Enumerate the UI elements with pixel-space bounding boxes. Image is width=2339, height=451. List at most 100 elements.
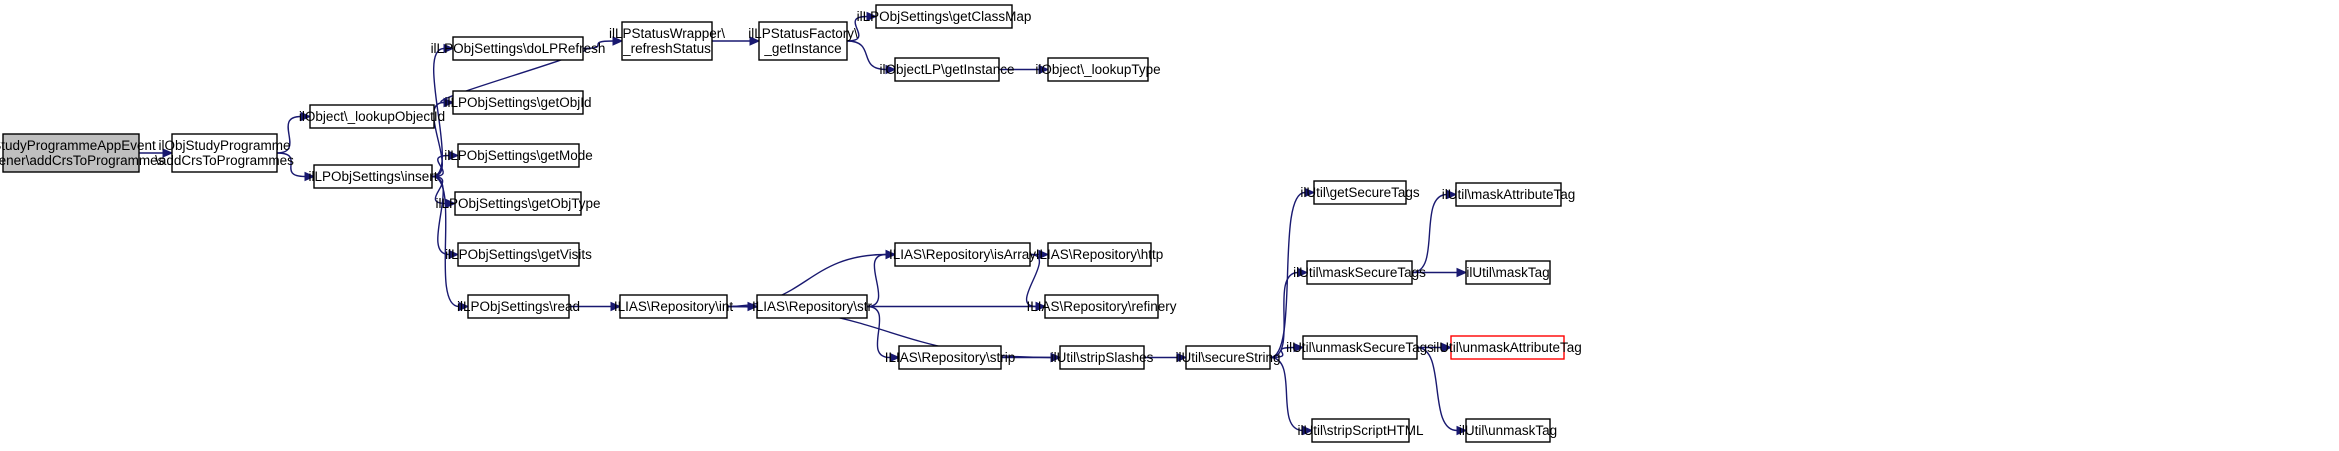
edge-repostr-to-refinery [867, 301, 1047, 312]
node-lookupid-box [309, 104, 435, 129]
edge-repostr-to-isarray [866, 249, 897, 308]
node-objectlp[interactable]: ilObjectLP\getInstance [879, 57, 1015, 82]
node-unmaskattributetag[interactable]: ilUtil\unmaskAttributeTag [1433, 335, 1582, 360]
node-stripscripthtml[interactable]: ilUtil\stripScriptHTML [1297, 418, 1424, 443]
node-unmasktag[interactable]: ilUtil\unmaskTag [1459, 418, 1557, 443]
node-repoint[interactable]: ILIAS\Repository\int [614, 294, 734, 319]
edge-line [431, 175, 460, 308]
node-getobjid-box [452, 90, 584, 115]
node-refinery[interactable]: ILIAS\Repository\refinery [1026, 294, 1177, 319]
node-maskattributetag[interactable]: ilUtil\maskAttributeTag [1442, 182, 1576, 207]
arrowhead [610, 301, 622, 312]
node-stripslashes[interactable]: ilUtil\stripSlashes [1051, 345, 1154, 370]
node-getsecuretags[interactable]: ilUtil\getSecureTags [1300, 180, 1420, 205]
edge-insert-to-getmode [431, 150, 460, 178]
node-label: ilUtil\stripScriptHTML [1297, 423, 1424, 438]
node-refinery-box [1044, 294, 1159, 319]
node-securestring-box [1185, 345, 1271, 370]
arrowhead [448, 150, 460, 161]
edge-strip-to-stripslashes [1001, 352, 1062, 363]
edge-securestring-to-unmasksecuretags [1269, 342, 1305, 359]
node-insert-box [313, 164, 433, 189]
node-label: ilUtil\unmaskAttributeTag [1433, 340, 1582, 355]
edge-repostr-to-strip [866, 305, 901, 363]
node-securestring[interactable]: ilUtil\secureString [1175, 345, 1281, 370]
arrowhead [1297, 267, 1309, 278]
arrowhead [448, 249, 460, 260]
node-unmasksecuretags-box [1302, 335, 1418, 360]
node-label: ilObjStudyProgramme [158, 138, 290, 153]
node-label: ilUtil\maskAttributeTag [1442, 187, 1576, 202]
call-graph-edges [139, 11, 1468, 436]
edge-stripslashes-to-securestring [1144, 352, 1188, 363]
edge-getinstance-to-getclassmap [846, 11, 878, 42]
node-label: ilLPObjSettings\getMode [444, 148, 593, 163]
node-dolprefresh[interactable]: ilLPObjSettings\doLPRefresh [431, 36, 606, 61]
node-root[interactable]: ilStudyProgrammeAppEventListener\addCrsT… [0, 133, 165, 173]
arrowhead [1038, 64, 1050, 75]
node-label: \addCrsToProgrammes [155, 153, 294, 168]
node-addcrs[interactable]: ilObjStudyProgramme\addCrsToProgrammes [155, 133, 294, 173]
arrowhead [1035, 301, 1047, 312]
arrowhead [304, 171, 316, 182]
node-masktag[interactable]: ilUtil\maskTag [1465, 260, 1551, 285]
node-getvisits[interactable]: ilLPObjSettings\getVisits [445, 242, 592, 267]
edge-addcrs-to-insert [276, 152, 316, 182]
node-label: ILIAS\Repository\int [614, 299, 734, 314]
edge-securestring-to-getsecuretags [1269, 187, 1316, 359]
node-label: _refreshStatus [622, 41, 711, 56]
edge-unmasksecuretags-to-unmaskattributetag [1417, 342, 1453, 353]
node-lookupid[interactable]: ilObject\_lookupObjectId [299, 104, 445, 129]
node-repostr[interactable]: ILIAS\Repository\str [752, 294, 873, 319]
node-lookuptype[interactable]: ilObject\_lookupType [1035, 57, 1161, 82]
node-label: ILIAS\Repository\isArray [889, 247, 1036, 262]
node-getclassmap[interactable]: ilLPObjSettings\getClassMap [857, 4, 1032, 29]
edge-line [431, 154, 450, 178]
node-label: ilLPObjSettings\read [457, 299, 580, 314]
edge-insert-to-dolprefresh [431, 43, 455, 178]
node-label: ilUtil\unmaskTag [1459, 423, 1557, 438]
node-insert[interactable]: ilLPObjSettings\insert [308, 164, 438, 189]
node-getobjtype[interactable]: ilLPObjSettings\getObjType [435, 191, 601, 216]
node-stripslashes-box [1059, 345, 1145, 370]
node-label: ilUtil\maskTag [1466, 265, 1549, 280]
node-http-box [1047, 242, 1152, 267]
edge-line [431, 47, 445, 178]
node-label: ilLPStatusWrapper\ [609, 26, 725, 41]
node-getmode[interactable]: ilLPObjSettings\getMode [444, 143, 593, 168]
node-unmasksecuretags[interactable]: ilUtil\unmaskSecureTags [1286, 335, 1434, 360]
node-label: ILIAS\Repository\str [752, 299, 873, 314]
edge-root-to-addcrs [139, 148, 174, 158]
node-isarray[interactable]: ILIAS\Repository\isArray [889, 242, 1036, 267]
node-getinstance[interactable]: ilLPStatusFactory\_getInstance [748, 21, 858, 61]
edge-line [1269, 271, 1299, 359]
node-strip[interactable]: ILIAS\Repository\strip [885, 345, 1016, 370]
node-lookuptype-box [1047, 57, 1149, 82]
edge-line [440, 47, 587, 104]
arrowhead [885, 249, 897, 260]
node-read[interactable]: ilLPObjSettings\read [457, 294, 580, 319]
arrowhead [1456, 267, 1468, 278]
node-masksecuretags[interactable]: ilUtil\maskSecureTags [1293, 260, 1426, 285]
arrowhead [162, 148, 174, 158]
node-dolprefresh-box [452, 36, 584, 61]
node-getclassmap-box [875, 4, 1013, 29]
arrowhead [1441, 342, 1453, 353]
node-refreshstatus[interactable]: ilLPStatusWrapper\_refreshStatus [609, 21, 725, 61]
edge-addcrs-to-lookupid [276, 111, 312, 154]
arrowhead [443, 97, 455, 108]
node-repoint-box [619, 294, 728, 319]
node-http[interactable]: ILIAS\Repository\http [1036, 242, 1164, 267]
node-getobjid[interactable]: ilLPObjSettings\getObjId [444, 90, 592, 115]
node-label: ilUtil\maskSecureTags [1293, 265, 1426, 280]
node-objectlp-box [894, 57, 1000, 82]
node-label: ilStudyProgrammeAppEvent [0, 138, 156, 153]
edge-unmasksecuretags-to-unmasktag [1416, 346, 1468, 436]
node-masktag-box [1465, 260, 1551, 285]
node-getvisits-box [457, 242, 580, 267]
edge-isarray-to-refinery [1025, 253, 1047, 312]
node-label: ilUtil\stripSlashes [1051, 350, 1154, 365]
node-label: ilLPObjSettings\getObjType [435, 196, 600, 211]
arrowhead [300, 111, 312, 122]
node-unmasktag-box [1465, 418, 1551, 443]
